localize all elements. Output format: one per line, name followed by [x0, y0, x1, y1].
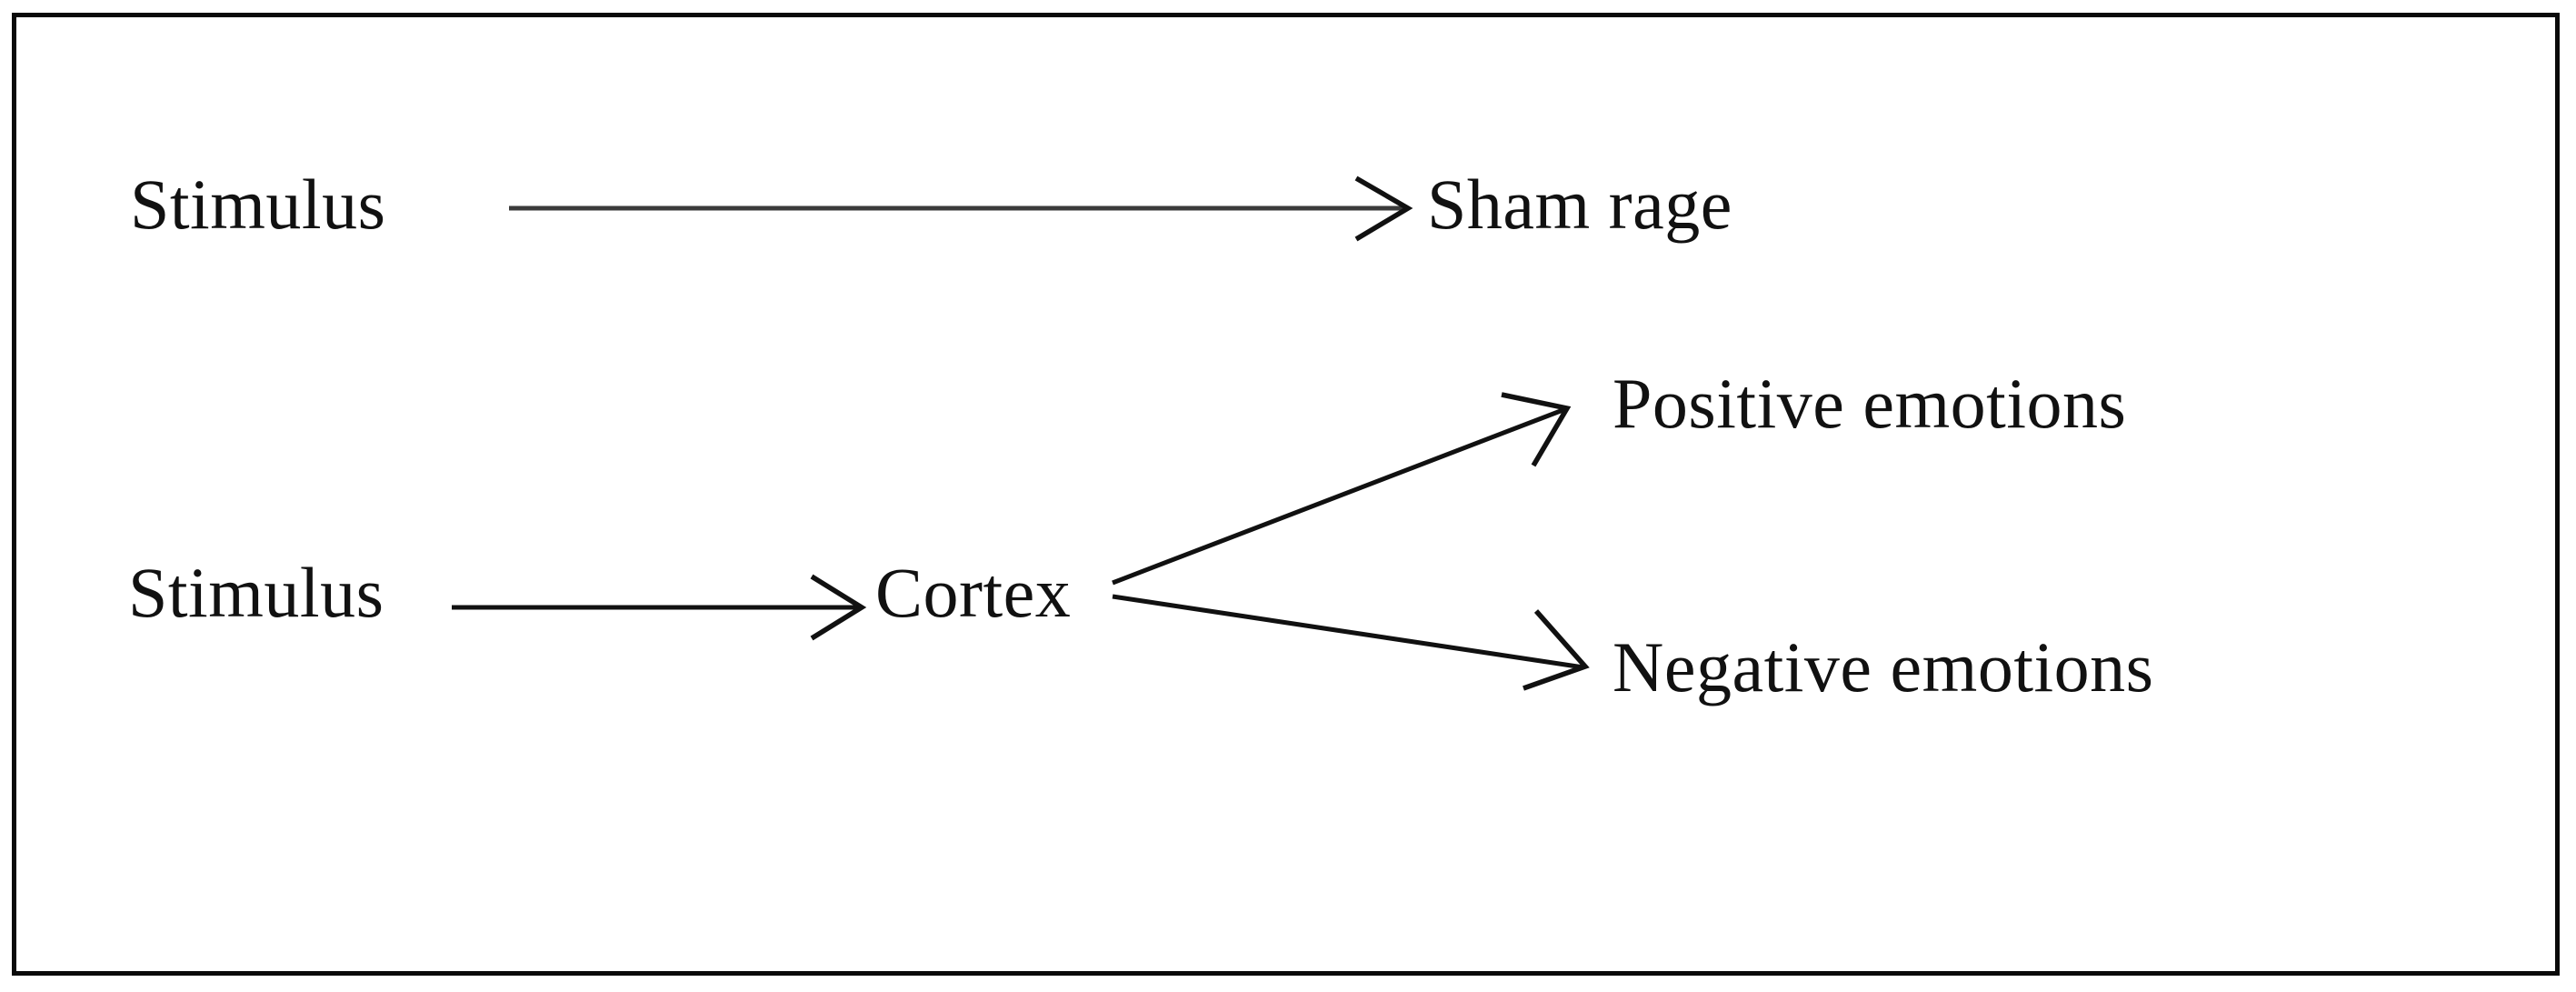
connector-stimulus-to-sham-rage	[509, 175, 1413, 242]
node-negative-emotions: Negative emotions	[1612, 627, 2154, 706]
connector-cortex-to-negative-emotions	[1112, 594, 1590, 691]
node-stimulus-bottom: Stimulus	[128, 553, 384, 632]
node-stimulus-top: Stimulus	[130, 165, 386, 244]
connector-stimulus-to-cortex	[452, 574, 867, 641]
connector-cortex-to-positive-emotions	[1112, 392, 1572, 586]
figure-border	[12, 13, 2560, 976]
node-sham-rage: Sham rage	[1427, 165, 1732, 244]
node-cortex: Cortex	[875, 553, 1072, 632]
node-positive-emotions: Positive emotions	[1612, 364, 2127, 443]
